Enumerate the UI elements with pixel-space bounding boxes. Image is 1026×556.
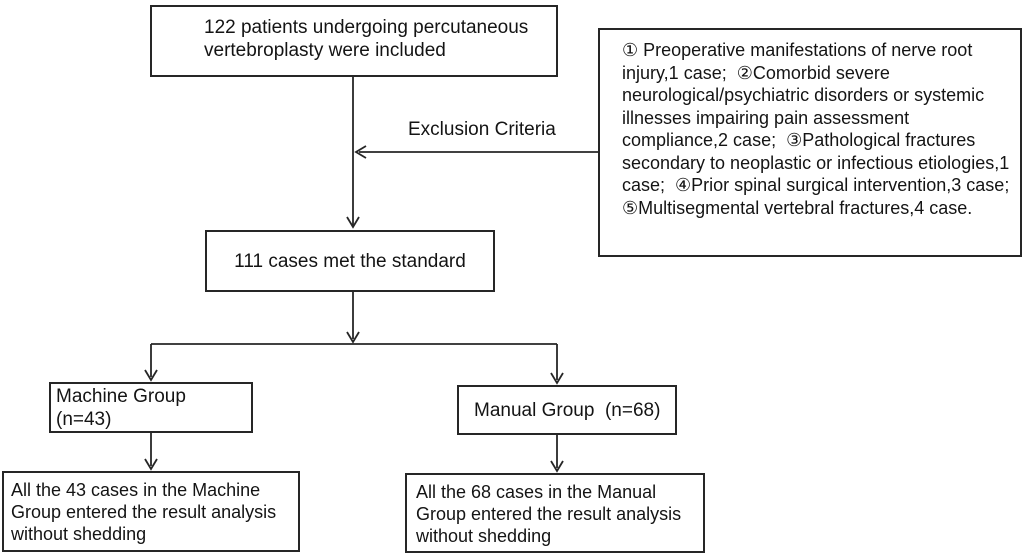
- arrow-split-to-manual-group: [550, 344, 564, 385]
- node-machine-group: Machine Group (n=43): [49, 382, 253, 433]
- arrow-exclusion-criteria: [354, 145, 598, 159]
- node-patients-included: 122 patients undergoing percutaneous ver…: [150, 5, 558, 77]
- arrow-manual-group-to-result: [550, 435, 564, 473]
- arrow-met-standard-to-split: [346, 292, 360, 344]
- node-manual-result: All the 68 cases in the Manual Group ent…: [405, 473, 705, 553]
- node-manual-group: Manual Group (n=68): [457, 385, 677, 435]
- exclusion-criteria-label: Exclusion Criteria: [408, 119, 556, 140]
- arrow-machine-group-to-result: [144, 433, 158, 471]
- node-exclusion-criteria: ① Preoperative manifestations of nerve r…: [598, 28, 1022, 257]
- arrow-split-to-machine-group: [144, 344, 158, 382]
- arrow-included-to-met-standard: [346, 77, 360, 229]
- node-met-standard: 111 cases met the standard: [205, 230, 495, 292]
- node-machine-result: All the 43 cases in the Machine Group en…: [2, 471, 300, 552]
